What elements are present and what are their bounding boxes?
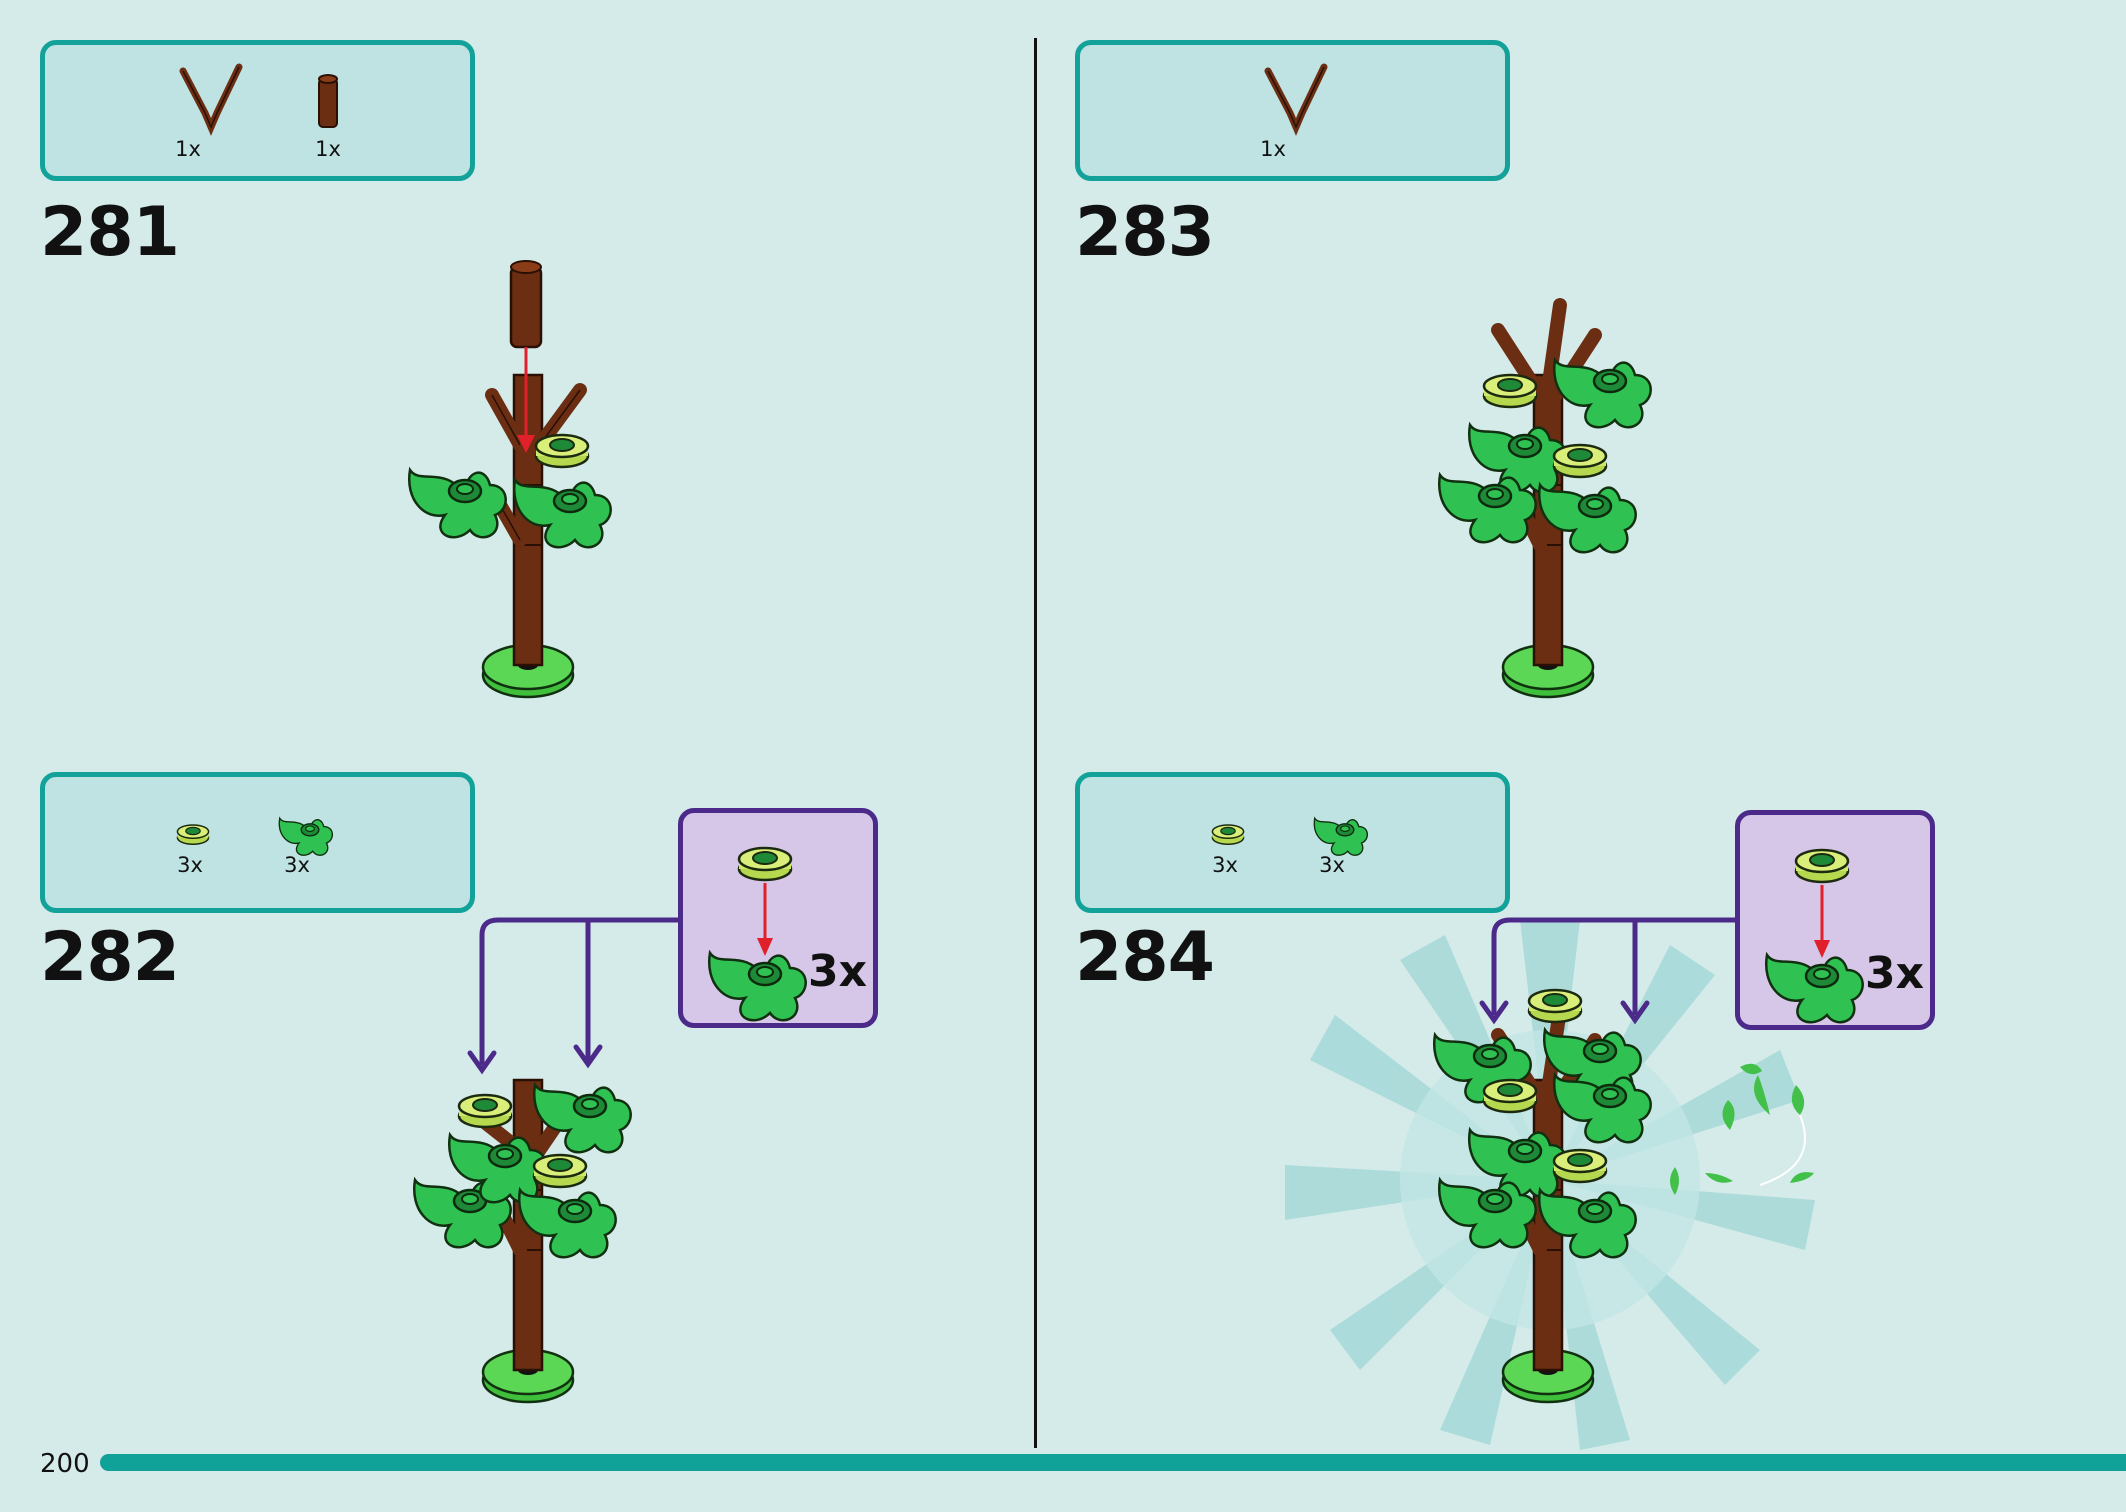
callout-arrows-282	[467, 917, 678, 1075]
part-qty: 1x	[175, 137, 201, 161]
sub-assembly-diagram	[1764, 848, 1864, 1024]
step-number: 284	[1075, 918, 1215, 997]
falling-leaves-decoration	[1670, 1063, 1814, 1195]
branch-piece-icon	[179, 63, 243, 136]
callout-qty: 3x	[808, 946, 867, 997]
part-qty: 3x	[1319, 853, 1345, 877]
parts-box-283: 1x	[1075, 40, 1510, 181]
tree-model-284	[1432, 988, 1652, 1404]
tree-model-283	[1437, 298, 1652, 699]
part-qty: 3x	[177, 853, 203, 877]
part-qty: 1x	[315, 137, 341, 161]
part-qty: 3x	[284, 853, 310, 877]
step-number: 281	[40, 193, 180, 272]
page-divider	[1034, 38, 1037, 1448]
sub-assembly-callout-284: 3x	[1735, 810, 1935, 1030]
tree-model-281	[407, 260, 612, 699]
yellow-green-round-plate-icon	[176, 824, 210, 845]
page-number: 200	[40, 1449, 90, 1479]
branch-piece-icon	[1264, 63, 1328, 136]
sub-assembly-diagram	[707, 846, 807, 1022]
green-leaf-piece-icon	[1313, 817, 1369, 856]
parts-box-281: 1x 1x	[40, 40, 475, 181]
tree-model-282	[412, 1078, 632, 1404]
yellow-green-round-plate-icon	[1211, 824, 1245, 845]
callout-qty: 3x	[1865, 948, 1924, 999]
progress-bar	[100, 1454, 2126, 1471]
step-number: 282	[40, 918, 180, 997]
brown-round-brick-icon	[318, 74, 338, 128]
step-number: 283	[1075, 193, 1215, 272]
part-qty: 3x	[1212, 853, 1238, 877]
callout-arrows-284	[1479, 917, 1737, 1025]
parts-box-284: 3x 3x	[1075, 772, 1510, 913]
sub-assembly-callout-282: 3x	[678, 808, 878, 1028]
green-leaf-piece-icon	[278, 817, 334, 856]
parts-box-282: 3x 3x	[40, 772, 475, 913]
part-qty: 1x	[1260, 137, 1286, 161]
